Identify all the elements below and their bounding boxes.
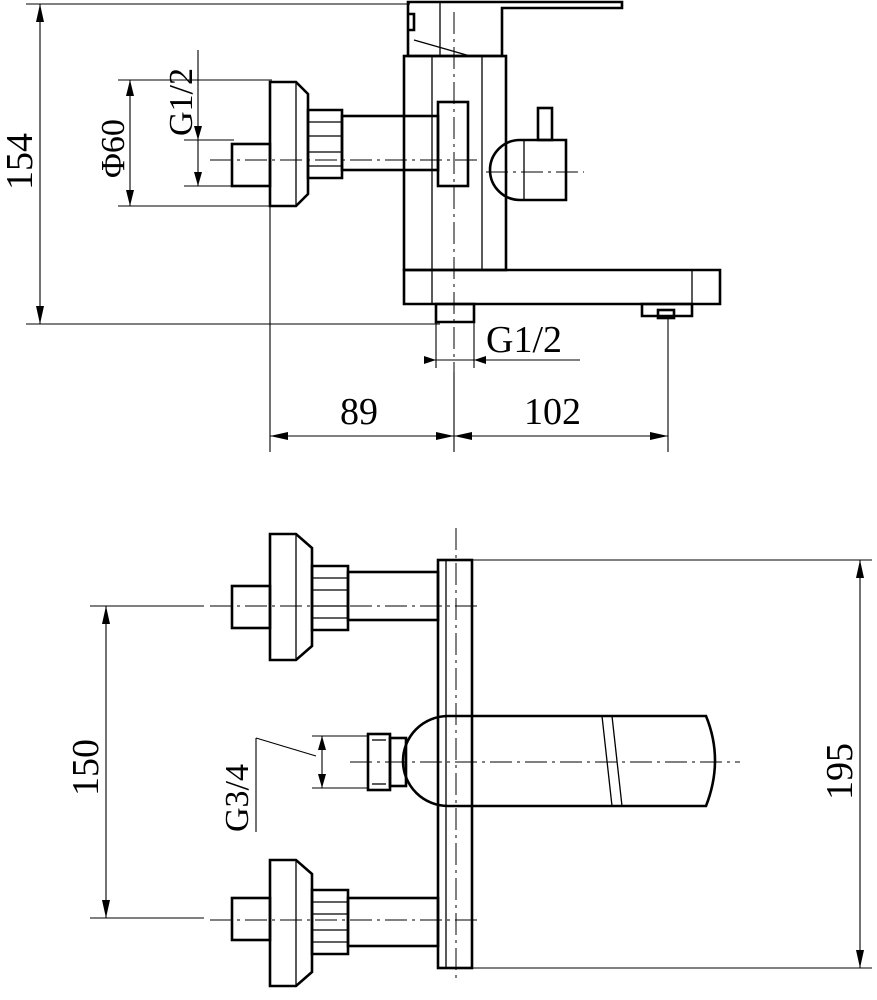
dim-total-height: 154 <box>0 3 440 325</box>
lever-handle <box>406 0 624 58</box>
dim-inlet-spacing: 150 <box>65 605 204 919</box>
diverter-knob <box>488 106 568 202</box>
side-view: 154 Φ60 G1/2 G1/2 <box>0 0 722 452</box>
body-bar <box>436 558 474 970</box>
upper-inlet <box>210 532 480 662</box>
dim-label-g34: G3/4 <box>219 764 256 832</box>
dim-label-phi60: Φ60 <box>95 119 132 178</box>
dim-body-height: 195 <box>472 559 872 969</box>
dim-label-102: 102 <box>524 391 581 433</box>
dim-label-g12-bottom: G1/2 <box>486 319 562 361</box>
dim-label-195: 195 <box>819 743 861 800</box>
dim-bottom-thread: G1/2 <box>424 319 580 368</box>
top-view: 150 G3/4 195 <box>65 528 872 988</box>
inlet-arm <box>230 80 440 208</box>
spout <box>402 268 722 324</box>
dim-label-154: 154 <box>0 133 41 190</box>
dim-label-89: 89 <box>340 391 378 433</box>
dim-inlet-thread: G1/2 <box>163 50 234 187</box>
dim-horizontal: 89 102 <box>269 206 669 452</box>
lower-inlet <box>210 858 480 988</box>
dim-label-g12-side: G1/2 <box>163 68 200 136</box>
dim-outlet-thread: G3/4 <box>219 735 368 832</box>
spout-top <box>350 714 740 808</box>
dim-label-150: 150 <box>65 739 107 796</box>
dim-handle-diameter: Φ60 <box>95 79 272 207</box>
